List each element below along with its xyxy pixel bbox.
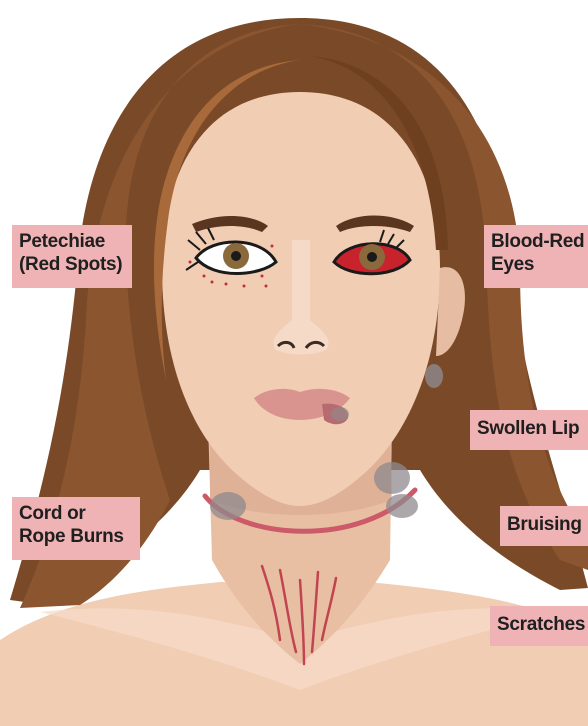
lip-bruise <box>331 407 349 421</box>
blood-red-eyes-label-line2: Eyes <box>491 253 581 276</box>
neck-bruise-right-upper <box>374 462 410 494</box>
cord-rope-burns-label-line1: Cord or <box>19 502 133 525</box>
swollen-lip-label: Swollen Lip <box>470 410 588 450</box>
petechiae-label-line1: Petechiae <box>19 230 125 253</box>
ear-bruise <box>425 364 443 388</box>
cord-rope-burns-label-line2: Rope Burns <box>19 525 133 548</box>
neck-bruise-right-lower <box>386 494 418 518</box>
scratches-label: Scratches <box>490 606 588 646</box>
blood-red-eyes-label-line1: Blood-Red <box>491 230 581 253</box>
cord-rope-burns-label: Cord or Rope Burns <box>12 497 140 560</box>
blood-red-eyes-label: Blood-Red Eyes <box>484 225 588 288</box>
petechiae-label-line2: (Red Spots) <box>19 253 125 276</box>
bruising-label: Bruising <box>500 506 588 546</box>
petechiae-label: Petechiae (Red Spots) <box>12 225 132 288</box>
neck-bruise-left <box>210 492 246 520</box>
